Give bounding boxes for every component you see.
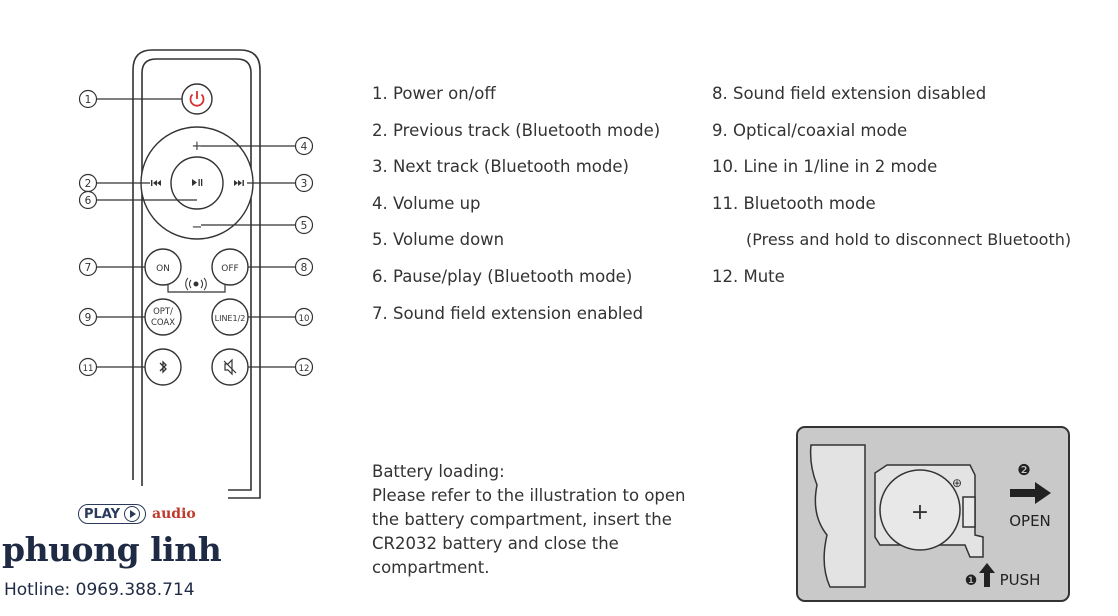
legend-item: 8. Sound field extension disabled [712,84,987,103]
remote-body-outer [132,49,261,499]
callout-10: 10 [294,307,314,327]
remote-diagram: + − ON OFF [78,49,314,499]
callout-7: 7 [78,257,98,277]
sound-field-icon [185,277,207,291]
sound-field-on-button[interactable]: ON [144,248,182,286]
legend-item: 4. Volume up [372,194,481,213]
svg-text:5: 5 [301,220,308,232]
mute-icon [223,358,237,376]
open-label: OPEN [1009,512,1051,530]
bluetooth-icon [159,360,167,374]
legend-item: 6. Pause/play (Bluetooth mode) [372,267,633,286]
sound-field-bracket [167,285,226,293]
power-icon [189,91,205,107]
step-2-badge: ❷ [1017,461,1030,479]
volume-up-button[interactable]: + [192,139,203,154]
svg-text:1: 1 [85,94,92,106]
svg-text:2: 2 [85,178,92,190]
logo-hotline: Hotline: 0969.388.714 [4,580,195,600]
callout-3: 3 [294,173,314,193]
logo-play-pill: PLAY [78,504,147,524]
play-circle-icon [124,506,141,522]
legend-item: 10. Line in 1/line in 2 mode [712,157,938,176]
on-label: ON [156,264,170,274]
volume-down-button[interactable]: − [192,220,203,235]
callout-1: 1 [78,89,98,109]
callout-8: 8 [294,257,314,277]
svg-text:9: 9 [85,312,92,324]
callout-5: 5 [294,215,314,235]
svg-text:10: 10 [299,314,310,324]
open-arrow-icon [1010,482,1051,504]
battery-plus: + [911,500,929,525]
legend-item-note: (Press and hold to disconnect Bluetooth) [746,230,1072,249]
callout-12: 12 [294,357,314,377]
legend-item: 3. Next track (Bluetooth mode) [372,157,629,176]
remote-body-inner [141,58,252,491]
battery-body: Please refer to the illustration to open… [372,486,686,577]
push-arrow-icon [979,563,995,587]
legend-item: 2. Previous track (Bluetooth mode) [372,121,661,140]
logo-brand-name: phuong linh [2,530,222,569]
legend-item: 7. Sound field extension enabled [372,304,644,323]
optical-coaxial-button[interactable]: OPT/ COAX [144,298,182,336]
svg-text:7: 7 [85,262,92,274]
callout-lines [97,98,295,368]
callout-2: 2 [78,173,98,193]
svg-text:6: 6 [85,195,92,207]
legend-item: 5. Volume down [372,230,505,249]
callout-11: 11 [78,357,98,377]
remote-end [809,444,866,588]
svg-text:3: 3 [301,178,308,190]
svg-text:8: 8 [301,262,308,274]
push-label: PUSH [1000,571,1041,589]
power-button[interactable] [181,83,213,115]
legend-item: 9. Optical/coaxial mode [712,121,908,140]
battery-illustration: + ⊕ ❷ OPEN ❶ PUSH [796,426,1070,602]
svg-text:12: 12 [299,364,310,374]
logo-play-text: PLAY [84,506,121,522]
callout-9: 9 [78,307,98,327]
next-track-icon [234,180,244,186]
previous-track-button[interactable] [151,180,161,186]
callout-4: 4 [294,136,314,156]
off-label: OFF [221,264,238,274]
previous-track-icon [151,180,161,186]
svg-text:11: 11 [83,364,94,374]
play-pause-button[interactable] [170,156,224,210]
tray-clip [962,496,976,528]
coin-battery [879,469,961,551]
play-pause-icon [192,179,203,186]
battery-plus-small: ⊕ [952,476,962,490]
callout-6: 6 [78,190,98,210]
battery-heading: Battery loading: [372,462,505,481]
coax-label: COAX [151,318,175,328]
step-1-badge: ❶ [965,573,978,589]
legend-item: 11. Bluetooth mode [712,194,876,213]
svg-text:4: 4 [301,141,308,153]
legend-item: 12. Mute [712,267,785,286]
brand-logo: PLAY audio phuong linh Hotline: 0969.388… [0,488,228,616]
logo-play-audio: PLAY audio [78,504,196,524]
battery-instructions: Battery loading: Please refer to the ill… [372,460,732,580]
line-label: LINE1/2 [215,314,246,323]
bluetooth-button[interactable] [144,348,182,386]
opt-label: OPT/ [153,307,173,317]
mute-button[interactable] [211,348,249,386]
legend-item: 1. Power on/off [372,84,496,103]
next-track-button[interactable] [234,180,244,186]
logo-audio-text: audio [152,506,196,522]
line-in-button[interactable]: LINE1/2 [211,298,249,336]
sound-field-off-button[interactable]: OFF [211,248,249,286]
